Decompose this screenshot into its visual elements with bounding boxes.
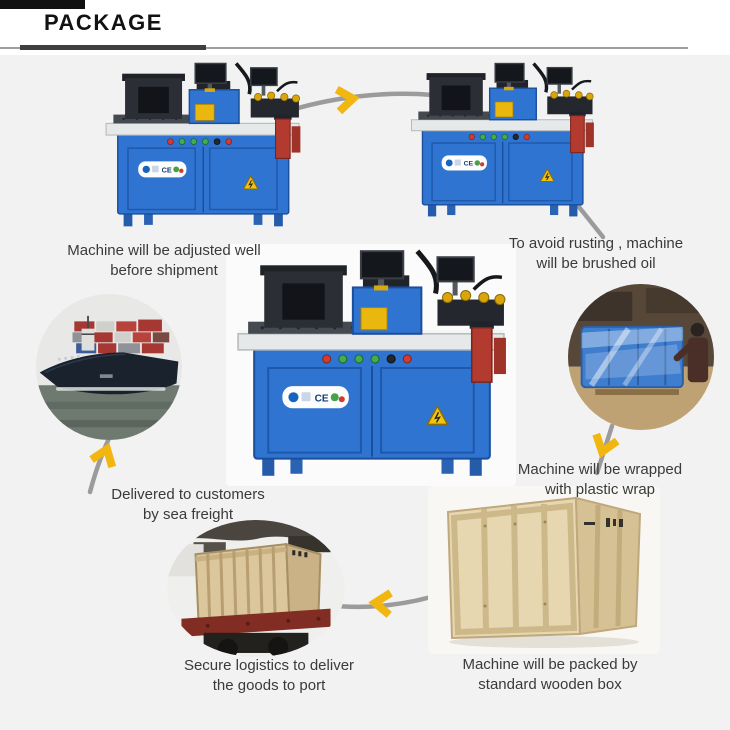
caption-logistics-line2: the goods to port xyxy=(212,677,326,694)
caption-oiled-line1: To avoid rusting , machine xyxy=(508,235,684,252)
header-accent-bar xyxy=(0,0,85,9)
crate-on-truck-icon xyxy=(167,520,345,657)
blue-busbar-machine-icon xyxy=(406,62,598,220)
photo-machine-center xyxy=(230,249,512,481)
caption-adjusted: Machine will be adjusted well before shi… xyxy=(28,241,300,281)
caption-boxed-line1: Machine will be packed by xyxy=(462,656,638,673)
caption-sea-freight-line2: by sea freight xyxy=(142,506,234,523)
caption-sea-freight-line1: Delivered to customers xyxy=(111,486,265,503)
photo-machine-wrapped xyxy=(568,284,714,430)
machine-wrapped-in-plastic-icon xyxy=(568,284,714,430)
caption-boxed-line2: standard wooden box xyxy=(478,676,622,693)
wooden-crate-icon xyxy=(446,496,642,648)
photo-machine-oiled xyxy=(406,62,598,220)
caption-boxed: Machine will be packed by standard woode… xyxy=(412,655,688,695)
photo-wooden-box xyxy=(428,486,660,654)
page-title: PACKAGE xyxy=(44,10,163,35)
caption-oiled: To avoid rusting , machine will be brush… xyxy=(462,234,730,274)
photo-machine-adjusted xyxy=(100,62,305,230)
busbar-processing-machine-icon xyxy=(230,249,512,481)
caption-oiled-line2: will be brushed oil xyxy=(536,255,656,272)
caption-wrapped: Machine will be wrapped with plastic wra… xyxy=(468,460,730,500)
header-divider xyxy=(0,47,688,49)
container-ship-icon xyxy=(36,294,182,440)
header-divider-accent xyxy=(20,45,206,50)
caption-logistics: Secure logistics to deliver the goods to… xyxy=(138,656,400,696)
caption-wrapped-line1: Machine will be wrapped xyxy=(517,461,683,478)
caption-wrapped-line2: with plastic wrap xyxy=(544,481,656,498)
blue-busbar-machine-icon xyxy=(100,62,305,230)
caption-adjusted-line2: before shipment xyxy=(110,262,218,279)
caption-logistics-line1: Secure logistics to deliver xyxy=(183,657,355,674)
photo-container-ship xyxy=(36,294,182,440)
caption-adjusted-line1: Machine will be adjusted well xyxy=(67,242,261,259)
caption-sea-freight: Delivered to customers by sea freight xyxy=(72,485,304,525)
photo-crate-on-truck xyxy=(167,520,345,657)
